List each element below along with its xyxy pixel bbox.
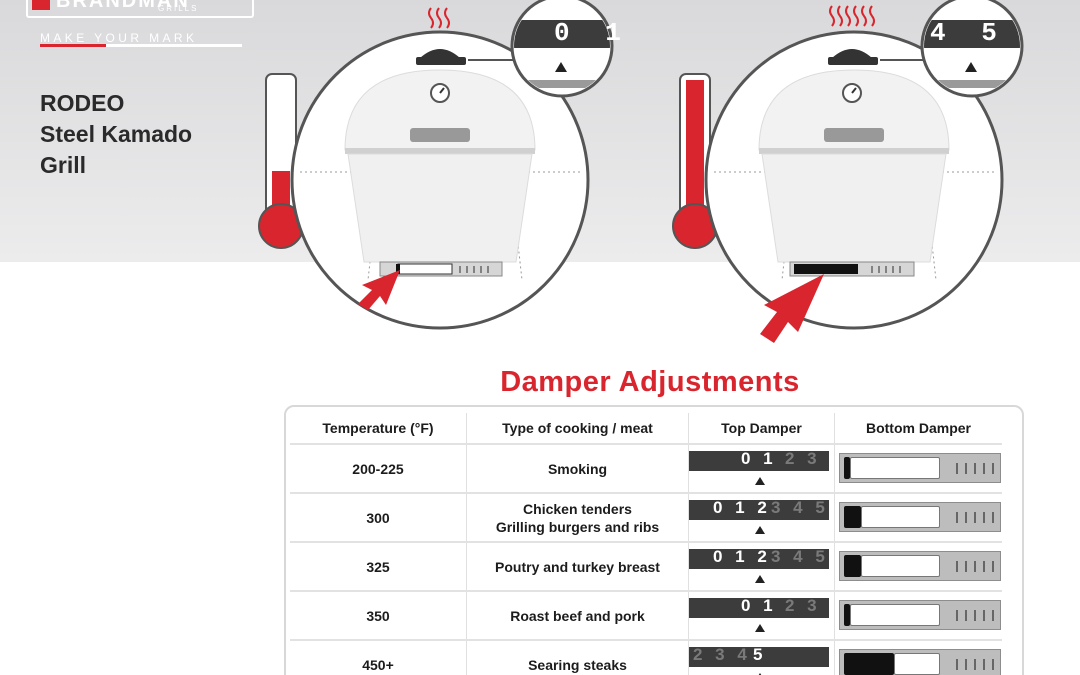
product-title-line-1: RODEO [40, 90, 125, 116]
cell-bottom-damper [835, 445, 1002, 492]
cooking-type-line-1: Roast beef and pork [510, 607, 645, 624]
top-damper-dim-digits: 2 3 [785, 451, 821, 468]
cooking-type-line-1: Poutry and turkey breast [495, 558, 660, 575]
cooking-type-line-1: Searing steaks [528, 656, 627, 673]
bottom-damper-ticks [956, 512, 996, 523]
bottom-damper-plate [894, 653, 940, 675]
cell-bottom-damper [835, 641, 1002, 675]
damper-table: Temperature (°F) Type of cooking / meat … [284, 405, 1024, 675]
brand-name: BRANDMAN [56, 0, 190, 12]
bottom-damper-plate [850, 604, 940, 626]
top-damper-dim-digits: 2 3 4 [693, 647, 751, 664]
cooking-type-line-1: Smoking [547, 460, 608, 477]
bottom-damper-slider [839, 649, 1001, 675]
section-heading: Damper Adjustments [500, 366, 800, 398]
right-dial-reading: 4 5 [930, 18, 1007, 48]
top-damper-dial: 0 1 2 3 4 [689, 598, 829, 618]
bottom-damper-opening [844, 653, 894, 675]
cell-temperature: 350 [290, 592, 467, 639]
header-temperature: Temperature (°F) [290, 413, 467, 443]
cell-bottom-damper [835, 494, 1002, 541]
product-title: RODEO Steel Kamado Grill [40, 88, 192, 181]
grill-illustration-high: 4 5 [664, 0, 1080, 360]
top-damper-dim-digits: 2 3 4 [785, 598, 829, 615]
cell-temperature: 200-225 [290, 445, 467, 492]
pointer-triangle-icon [755, 624, 765, 632]
cooking-type-line-1: Chicken tenders [523, 500, 632, 517]
bottom-damper-ticks [956, 561, 996, 572]
cell-temperature: 325 [290, 543, 467, 590]
top-damper-lit-digits: 0 1 [741, 598, 777, 615]
bottom-damper-opening [844, 604, 850, 626]
header-cooking-type: Type of cooking / meat [467, 413, 689, 443]
thermometer-icon [258, 73, 304, 249]
product-title-line-2: Steel Kamado [40, 121, 193, 147]
cell-top-damper: 0 1 2 3 [689, 445, 835, 492]
thermometer-icon [672, 73, 718, 249]
top-damper-dim-digits: 3 4 5 [771, 549, 829, 566]
brand-sub: GRILLS [158, 4, 199, 13]
top-damper-lit-digits: 0 1 2 [713, 500, 771, 517]
bottom-damper-opening [844, 555, 861, 577]
top-damper-lit-digits: 0 1 [741, 451, 777, 468]
brand-mark-icon [32, 0, 50, 10]
cell-bottom-damper [835, 543, 1002, 590]
left-dial-reading: 0 1 [554, 18, 631, 48]
bottom-damper-slider [839, 551, 1001, 581]
cell-cooking-type: Smoking [467, 445, 689, 492]
pointer-triangle-icon [755, 477, 765, 485]
bottom-damper-plate [861, 555, 940, 577]
cell-cooking-type: Roast beef and pork [467, 592, 689, 639]
brand-tagline: MAKE YOUR MARK [40, 31, 198, 45]
top-damper-lit-digits: 0 1 2 [713, 549, 771, 566]
grill-illustration-low: 0 1 [250, 0, 670, 360]
bottom-damper-plate [850, 457, 940, 479]
cell-cooking-type: Poutry and turkey breast [467, 543, 689, 590]
table-row: 200-225 Smoking 0 1 2 3 [290, 443, 1002, 492]
cell-temperature: 300 [290, 494, 467, 541]
cell-bottom-damper [835, 592, 1002, 639]
header-bottom-damper: Bottom Damper [865, 420, 971, 436]
bottom-damper-opening [844, 506, 861, 528]
pointer-triangle-icon [755, 673, 765, 675]
brand-logo: BRANDMAN GRILLS [26, 0, 254, 18]
top-damper-dial: 0 1 2 3 [689, 451, 829, 471]
bottom-damper-plate [861, 506, 940, 528]
cooking-type-line-2: Grilling burgers and ribs [495, 518, 660, 535]
bottom-damper-ticks [956, 659, 996, 670]
bottom-damper-ticks [956, 610, 996, 621]
top-damper-lit-digits: 5 [753, 647, 767, 664]
cell-top-damper: 0 1 2 3 4 [689, 592, 835, 639]
bottom-damper-opening [844, 457, 850, 479]
top-damper-dim-digits: 3 4 5 [771, 500, 829, 517]
table-header: Temperature (°F) Type of cooking / meat … [290, 413, 1002, 443]
table-row: 350 Roast beef and pork 0 1 2 3 4 [290, 590, 1002, 639]
bottom-damper-slider [839, 502, 1001, 532]
bottom-damper-ticks [956, 463, 996, 474]
bottom-damper-slider [839, 453, 1001, 483]
cell-cooking-type: Searing steaks [467, 641, 689, 675]
cell-temperature: 450+ [290, 641, 467, 675]
tagline-underline-white [106, 44, 242, 47]
tagline-underline-red [40, 44, 106, 47]
pointer-triangle-icon [755, 526, 765, 534]
header-top-damper: Top Damper [689, 413, 835, 443]
pointer-triangle-icon [755, 575, 765, 583]
bottom-damper-slider [839, 600, 1001, 630]
product-title-line-3: Grill [40, 152, 87, 178]
